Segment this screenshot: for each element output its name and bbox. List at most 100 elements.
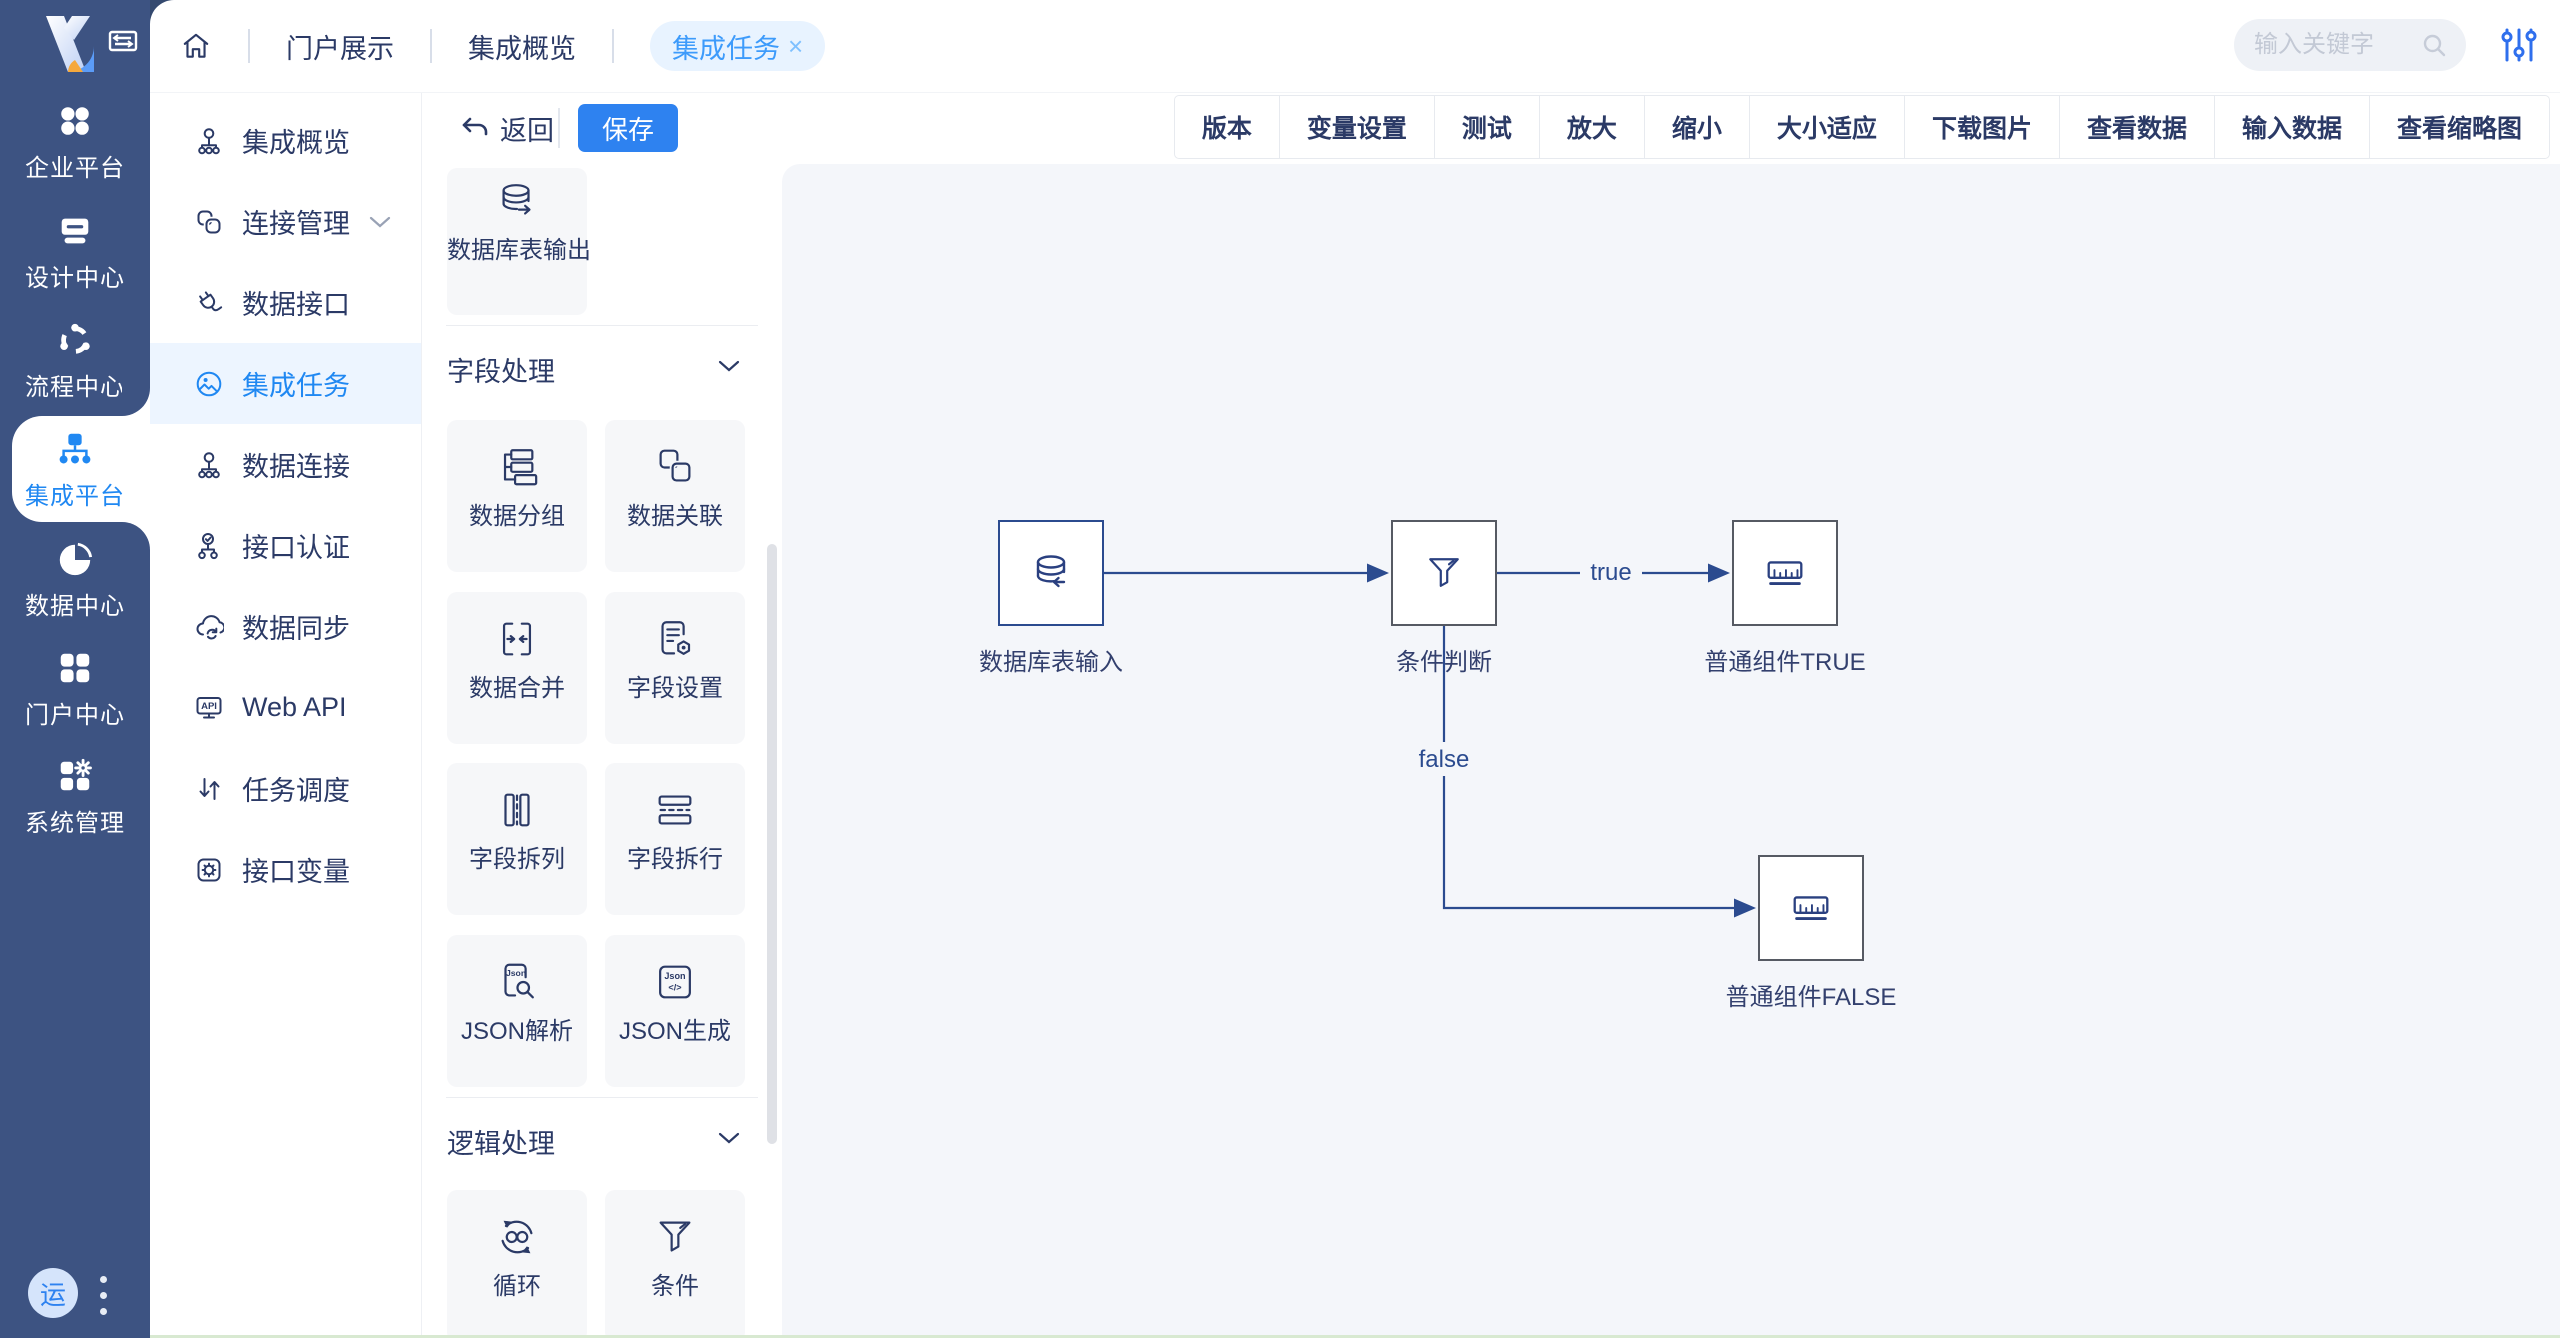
rail-item-design[interactable]: 设计中心 — [0, 212, 150, 293]
funnel-icon — [1429, 558, 1459, 587]
org-chart-icon — [198, 451, 220, 478]
tab-integration-task-active[interactable]: 集成任务 × — [650, 21, 826, 71]
brand-k-icon — [46, 16, 94, 72]
system-gear-icon — [60, 758, 92, 791]
palette-divider — [446, 1097, 758, 1098]
version-button[interactable]: 版本 — [1174, 96, 1279, 158]
sidebar-item-api-auth[interactable]: 接口认证 — [150, 505, 421, 586]
filter-sliders-icon[interactable] — [2498, 24, 2540, 66]
user-avatar[interactable]: 运 — [28, 1268, 78, 1318]
palette-card-field-split-column[interactable]: 字段拆列 — [447, 763, 587, 915]
nav-separator — [430, 29, 432, 63]
palette-card-condition[interactable]: 条件 — [605, 1190, 745, 1338]
sidebar-item-connection-management[interactable]: 连接管理 — [150, 181, 421, 262]
sidebar-item-task-scheduling[interactable]: 任务调度 — [150, 748, 421, 829]
top-navigation: 门户展示 集成概览 集成任务 × — [150, 0, 2560, 93]
palette-card-json-parse[interactable]: Json JSON解析 — [447, 935, 587, 1087]
database-input-icon — [1036, 555, 1066, 588]
search-input[interactable] — [2252, 30, 2420, 60]
box-gear-icon — [197, 858, 221, 881]
field-settings-icon — [661, 621, 691, 655]
fit-size-button[interactable]: 大小适应 — [1748, 96, 1904, 158]
primary-sidebar: 企业平台 设计中心 流程中心 — [0, 0, 150, 1338]
palette-card-loop[interactable]: 循环 — [447, 1190, 587, 1338]
input-data-button[interactable]: 输入数据 — [2213, 96, 2369, 158]
collapse-sidebar-icon — [108, 30, 138, 52]
app-logo[interactable] — [28, 12, 138, 76]
clover-icon — [61, 107, 89, 135]
close-tab-icon[interactable]: × — [788, 30, 804, 61]
home-button[interactable] — [180, 30, 212, 62]
tab-integration-overview[interactable]: 集成概览 — [468, 33, 576, 64]
zoom-out-button[interactable]: 缩小 — [1643, 96, 1749, 158]
palette-section-title: 字段处理 — [447, 357, 555, 387]
link-icon — [197, 210, 223, 235]
test-button[interactable]: 测试 — [1433, 96, 1539, 158]
undo-icon — [462, 117, 488, 135]
palette-card-data-merge[interactable]: 数据合并 — [447, 592, 587, 744]
flow-node-condition[interactable] — [1391, 520, 1497, 626]
palette-card-field-split-row[interactable]: 字段拆行 — [605, 763, 745, 915]
sidebar-item-data-connection[interactable]: 数据连接 — [150, 424, 421, 505]
palette-section-title: 逻辑处理 — [447, 1129, 555, 1159]
palette-card-data-join[interactable]: 数据关联 — [605, 420, 745, 572]
node-label: 普通组件FALSE — [1725, 984, 1897, 1011]
chevron-down-icon[interactable] — [718, 360, 740, 372]
canvas-action-group: 版本 变量设置 测试 放大 缩小 大小适应 下载图片 查看数据 输入数据 查看缩… — [1173, 95, 2550, 159]
rail-item-process[interactable]: 流程中心 — [0, 321, 150, 402]
flow-canvas[interactable]: true false 数据库表输入 条件判断 — [782, 164, 2560, 1338]
tab-portal-display[interactable]: 门户展示 — [286, 33, 394, 64]
photo-icon — [196, 371, 222, 396]
flow-node-db-table-input[interactable] — [998, 520, 1104, 626]
search-box[interactable] — [2234, 19, 2466, 71]
flow-node-normal-true[interactable] — [1732, 520, 1838, 626]
nav-separator — [612, 29, 614, 63]
rail-item-enterprise[interactable]: 企业平台 — [0, 102, 150, 183]
palette-card-data-group[interactable]: 数据分组 — [447, 420, 587, 572]
flow-node-normal-false[interactable] — [1758, 855, 1864, 961]
chevron-down-icon[interactable] — [718, 1132, 740, 1144]
json-parse-icon: Json — [504, 963, 534, 999]
node-label: 条件判断 — [1396, 649, 1492, 676]
arrows-up-down-icon — [199, 777, 220, 800]
rail-item-integration[interactable]: 集成平台 — [0, 430, 150, 511]
split-column-icon — [504, 793, 530, 827]
svg-text:Json: Json — [664, 971, 685, 981]
rail-item-data-center[interactable]: 数据中心 — [0, 540, 150, 621]
palette-card-field-settings[interactable]: 字段设置 — [605, 592, 745, 744]
sidebar-item-data-interface[interactable]: 数据接口 — [150, 262, 421, 343]
save-button[interactable]: 保存 — [578, 104, 678, 152]
palette-card-json-generate[interactable]: Json </> JSON生成 — [605, 935, 745, 1087]
ruler-icon — [1767, 561, 1803, 585]
rail-notch-bottom — [122, 522, 150, 550]
sidebar-item-integration-overview[interactable]: 集成概览 — [150, 100, 421, 181]
component-palette: 数据库表输出 字段处理 数据分组 数据关联 — [422, 164, 782, 1338]
process-icon — [60, 323, 90, 354]
chevron-down-icon[interactable] — [369, 216, 391, 228]
sidebar-item-data-sync[interactable]: 数据同步 — [150, 586, 421, 667]
back-button[interactable]: 返回 — [460, 109, 554, 148]
download-image-button[interactable]: 下载图片 — [1903, 96, 2059, 158]
palette-scrollbar[interactable] — [767, 544, 777, 1144]
zoom-in-button[interactable]: 放大 — [1538, 96, 1644, 158]
variable-settings-button[interactable]: 变量设置 — [1278, 96, 1434, 158]
loop-icon — [501, 1220, 533, 1254]
more-menu-icon[interactable] — [98, 1276, 108, 1324]
flow-edges: true false — [1104, 556, 1756, 918]
data-merge-icon — [502, 622, 532, 656]
svg-text:</>: </> — [668, 983, 681, 993]
rail-item-system[interactable]: 系统管理 — [0, 757, 150, 838]
sidebar-item-api-variables[interactable]: 接口变量 — [150, 829, 421, 910]
edge-label-true: true — [1590, 559, 1631, 586]
rail-item-portal-center[interactable]: 门户中心 — [0, 649, 150, 730]
portal-icon — [60, 653, 90, 683]
view-data-button[interactable]: 查看数据 — [2058, 96, 2214, 158]
rail-active-highlight — [12, 416, 150, 522]
integration-icon — [59, 433, 91, 464]
sidebar-item-web-api[interactable]: API Web API — [150, 667, 421, 748]
view-thumbnail-button[interactable]: 查看缩略图 — [2368, 96, 2549, 158]
palette-card-db-table-output[interactable]: 数据库表输出 — [447, 168, 591, 315]
sidebar-item-integration-task[interactable]: 集成任务 — [150, 343, 421, 424]
node-label: 普通组件TRUE — [1704, 649, 1866, 676]
